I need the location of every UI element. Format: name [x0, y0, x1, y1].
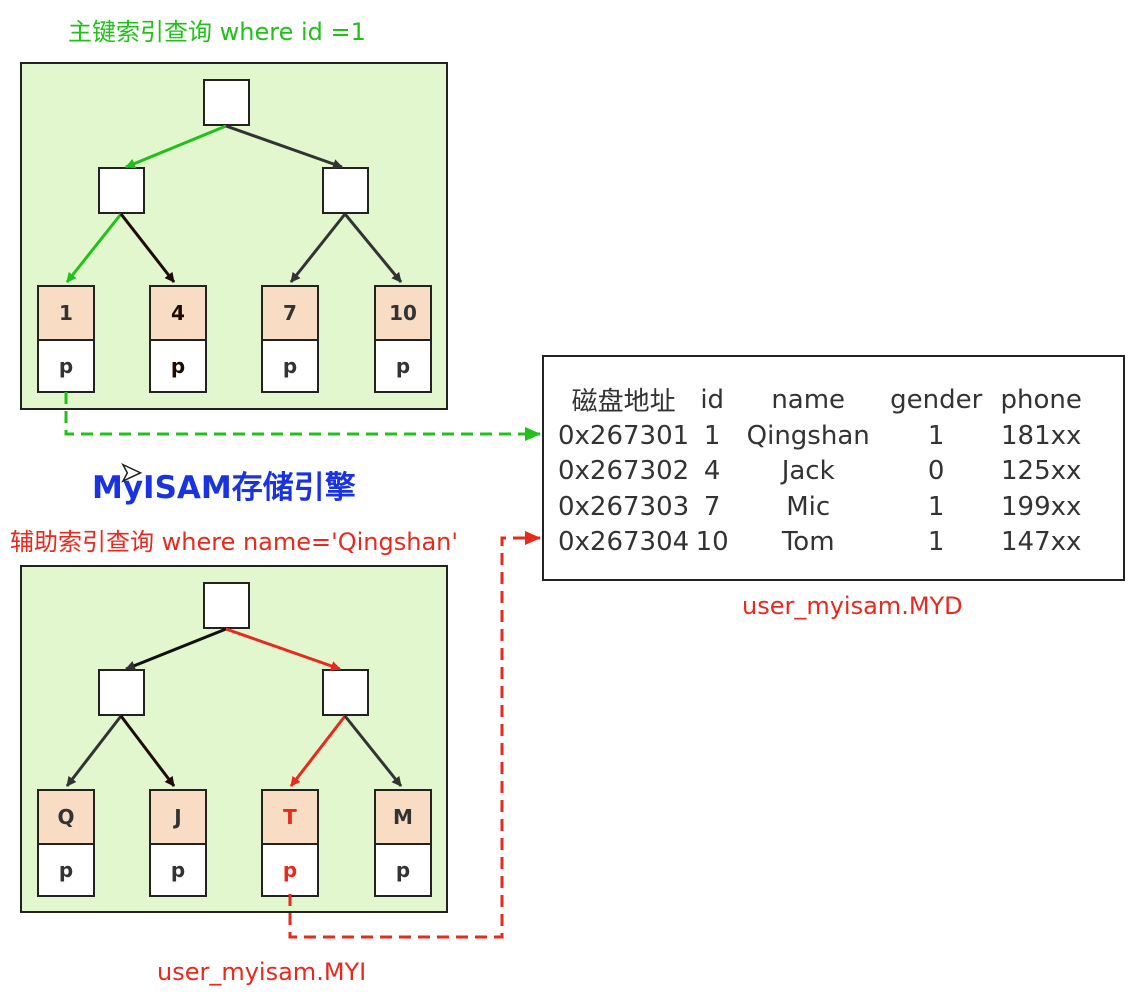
secondary-leaf-j: J p — [149, 789, 207, 897]
primary-pointer-arrow — [64, 392, 541, 441]
secondary-root-node — [203, 582, 250, 629]
primary-internal-node-right — [322, 167, 369, 214]
table-row: 0x267303 7 Mic 1 199xx — [558, 489, 1091, 525]
leaf-key: 1 — [37, 285, 95, 340]
secondary-leaf-m: M p — [374, 789, 432, 897]
primary-internal-node-left — [98, 167, 145, 214]
primary-leaf-10: 10 p — [374, 285, 432, 393]
cell-phone: 181xx — [1000, 420, 1082, 451]
header-phone: phone — [1000, 384, 1082, 415]
data-file-label: user_myisam.MYD — [742, 592, 963, 620]
secondary-leaf-q: Q p — [37, 789, 95, 897]
header-gender: gender — [890, 384, 983, 415]
leaf-pointer: p — [149, 844, 207, 897]
table-row: 0x267302 4 Jack 0 125xx — [558, 454, 1091, 490]
cell-phone: 199xx — [1000, 491, 1082, 522]
cell-gender: 1 — [927, 527, 945, 558]
cell-address: 0x267304 — [558, 527, 690, 558]
secondary-leaf-t: T p — [261, 789, 319, 897]
cell-address: 0x267301 — [558, 420, 690, 451]
table-header-row: 磁盘地址 id name gender phone — [558, 381, 1091, 418]
cell-phone: 147xx — [1000, 527, 1082, 558]
secondary-pointer-arrow — [288, 531, 541, 939]
leaf-key: 10 — [374, 285, 432, 340]
secondary-query-caption: 辅助索引查询 where name='Qingshan' — [10, 528, 458, 556]
cell-gender: 1 — [927, 491, 945, 522]
cell-gender: 1 — [927, 420, 945, 451]
leaf-pointer: p — [374, 340, 432, 393]
cell-name: Jack — [781, 456, 835, 487]
data-file-box: 磁盘地址 id name gender phone 0x267301 1 Qin… — [542, 355, 1125, 581]
mouse-pointer-icon: ➤ — [119, 457, 142, 489]
primary-leaf-7: 7 p — [261, 285, 319, 393]
header-name: name — [771, 384, 846, 415]
header-address: 磁盘地址 — [571, 387, 676, 417]
leaf-pointer: p — [37, 844, 95, 897]
secondary-tree-edges — [65, 627, 403, 787]
primary-tree-edges — [65, 124, 403, 283]
leaf-key: M — [374, 789, 432, 844]
secondary-internal-node-left — [98, 669, 145, 716]
cell-id: 1 — [703, 420, 721, 451]
primary-root-node — [203, 79, 250, 126]
cell-id: 10 — [695, 527, 729, 558]
secondary-internal-node-right — [322, 669, 369, 716]
leaf-key: T — [261, 789, 319, 844]
index-file-label: user_myisam.MYI — [157, 958, 367, 986]
primary-query-caption: 主键索引查询 where id =1 — [68, 18, 366, 46]
engine-title: MyISAM存储引擎 — [92, 470, 356, 506]
primary-leaf-4: 4 p — [149, 285, 207, 393]
data-table: 磁盘地址 id name gender phone 0x267301 1 Qin… — [558, 381, 1091, 560]
cell-id: 4 — [703, 456, 721, 487]
cell-id: 7 — [703, 491, 721, 522]
leaf-pointer: p — [261, 844, 319, 897]
leaf-key: J — [149, 789, 207, 844]
leaf-pointer: p — [149, 340, 207, 393]
cell-gender: 0 — [927, 456, 945, 487]
table-row: 0x267304 10 Tom 1 147xx — [558, 525, 1091, 561]
cell-phone: 125xx — [1000, 456, 1082, 487]
table-row: 0x267301 1 Qingshan 1 181xx — [558, 418, 1091, 454]
leaf-pointer: p — [261, 340, 319, 393]
leaf-key: Q — [37, 789, 95, 844]
leaf-key: 7 — [261, 285, 319, 340]
leaf-key: 4 — [149, 285, 207, 340]
cell-name: Tom — [781, 527, 835, 558]
leaf-pointer: p — [374, 844, 432, 897]
cell-name: Qingshan — [746, 420, 870, 451]
cell-address: 0x267302 — [558, 456, 690, 487]
header-id: id — [700, 384, 725, 415]
cell-address: 0x267303 — [558, 491, 690, 522]
cell-name: Mic — [786, 491, 831, 522]
